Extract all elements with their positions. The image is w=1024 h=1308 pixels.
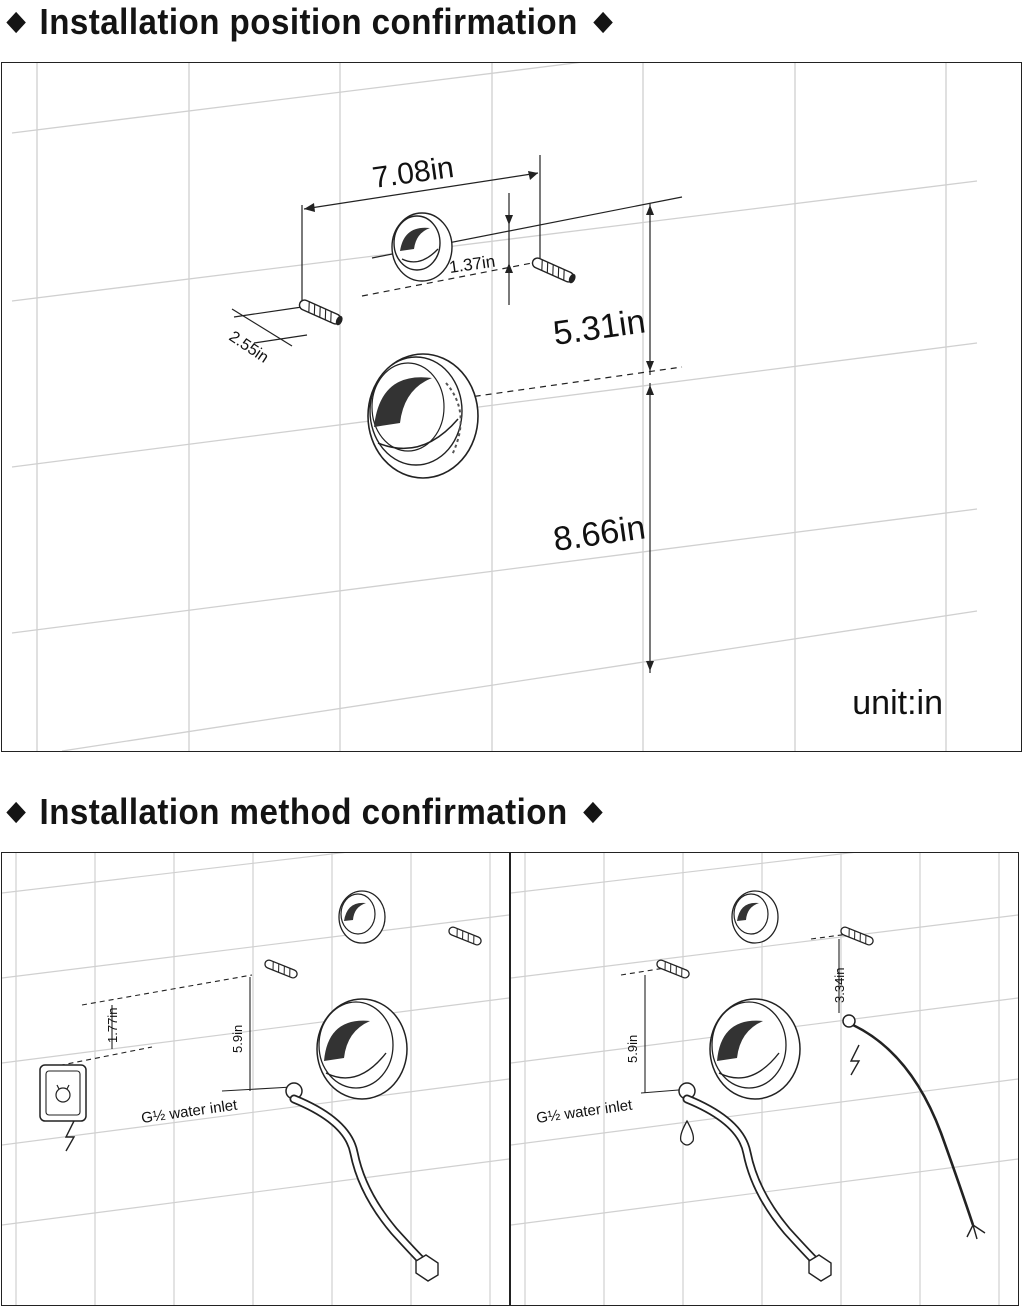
mounting-screw-right xyxy=(840,926,874,946)
power-outlet-icon xyxy=(39,1064,87,1122)
method-diagram-right: 3.34in 5.9in G½ water inlet xyxy=(511,853,1018,1305)
power-cable xyxy=(842,1014,986,1240)
dim-inlet-drop-label: 5.9in xyxy=(230,1025,245,1053)
dim-inlet-drop-label: 5.9in xyxy=(625,1035,640,1063)
water-inlet-hose xyxy=(285,1082,439,1282)
diamond-bullet-icon xyxy=(593,11,613,33)
large-outlet-fitting xyxy=(367,353,479,479)
water-inlet-hose xyxy=(678,1082,832,1282)
dim-small-vertical-label: 1.37in xyxy=(448,252,497,277)
unit-label: unit:in xyxy=(852,684,943,722)
dim-screw-length-label: 2.55in xyxy=(226,328,272,366)
dim-mid-vertical-label: 5.31in xyxy=(551,302,648,353)
mounting-screw-right xyxy=(531,257,576,284)
water-drop-icon xyxy=(679,1119,695,1146)
position-diagram-panel: 7.08in 1.37in 2.55in 5.31in 8.66in unit:… xyxy=(1,62,1022,752)
small-outlet-fitting xyxy=(731,890,779,944)
lightning-icon xyxy=(64,1120,76,1152)
mounting-screw-left xyxy=(656,959,690,979)
small-outlet-fitting xyxy=(391,212,453,282)
method-diagram-hardwired: 3.34in 5.9in G½ water inlet xyxy=(510,852,1019,1306)
heading-text: Installation method confirmation xyxy=(39,791,568,832)
tile-grid xyxy=(11,63,978,751)
method-diagram-power-outlet: 1.77in 5.9in G½ water inlet xyxy=(1,852,510,1306)
dim-low-vertical-label: 8.66in xyxy=(551,508,648,559)
dimension-arrows xyxy=(304,171,654,671)
mounting-screw-left xyxy=(298,299,343,326)
diamond-bullet-icon xyxy=(6,11,26,33)
diamond-bullet-icon xyxy=(583,801,603,823)
small-outlet-fitting xyxy=(338,890,386,944)
large-outlet-fitting xyxy=(709,998,801,1100)
large-outlet-fitting xyxy=(316,998,408,1100)
method-diagram-left: 1.77in 5.9in G½ water inlet xyxy=(2,853,509,1305)
water-inlet-label: G½ water inlet xyxy=(140,1097,239,1127)
diamond-bullet-icon xyxy=(6,801,26,823)
mounting-screw-right xyxy=(448,926,482,946)
section-heading-method: Installation method confirmation xyxy=(0,790,607,834)
position-diagram: 7.08in 1.37in 2.55in 5.31in 8.66in xyxy=(11,63,978,751)
mounting-screw-left xyxy=(264,959,298,979)
tile-grid xyxy=(2,853,509,1305)
dim-horizontal-label: 7.08in xyxy=(370,151,456,195)
dim-cable-drop-label: 3.34in xyxy=(832,968,847,1003)
dim-outlet-offset-label: 1.77in xyxy=(105,1008,120,1043)
heading-text: Installation position confirmation xyxy=(39,1,578,42)
water-inlet-label: G½ water inlet xyxy=(535,1097,634,1127)
section-heading-position: Installation position confirmation xyxy=(0,0,617,44)
lightning-icon xyxy=(849,1044,861,1076)
